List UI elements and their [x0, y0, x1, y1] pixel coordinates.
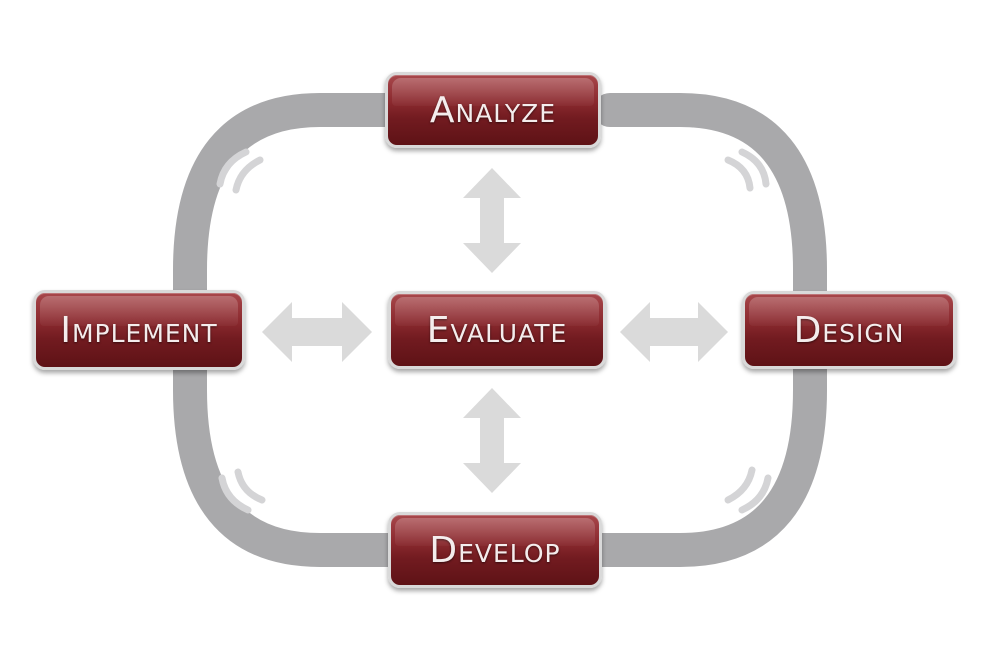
- phase-develop-label: Develop: [429, 529, 561, 571]
- double-arrow-evaluate-analyze: [463, 168, 521, 273]
- flow-chevron-upper-left: [216, 148, 264, 194]
- phase-implement: Implement: [33, 290, 245, 370]
- phase-analyze-label: Analyze: [429, 89, 557, 131]
- phase-analyze: Analyze: [385, 72, 601, 148]
- phase-develop: Develop: [388, 512, 602, 588]
- flow-chevron-upper-right: [724, 148, 770, 192]
- double-arrow-evaluate-develop: [463, 388, 521, 493]
- flow-chevron-lower-left: [218, 468, 266, 514]
- phase-design: Design: [742, 291, 956, 369]
- double-arrow-evaluate-design: [620, 302, 728, 362]
- phase-design-label: Design: [793, 309, 905, 351]
- double-arrow-evaluate-implement: [262, 302, 372, 362]
- phase-evaluate: Evaluate: [388, 291, 606, 369]
- phase-implement-label: Implement: [60, 309, 218, 351]
- flow-chevron-lower-right: [724, 466, 772, 514]
- phase-evaluate-label: Evaluate: [426, 309, 568, 351]
